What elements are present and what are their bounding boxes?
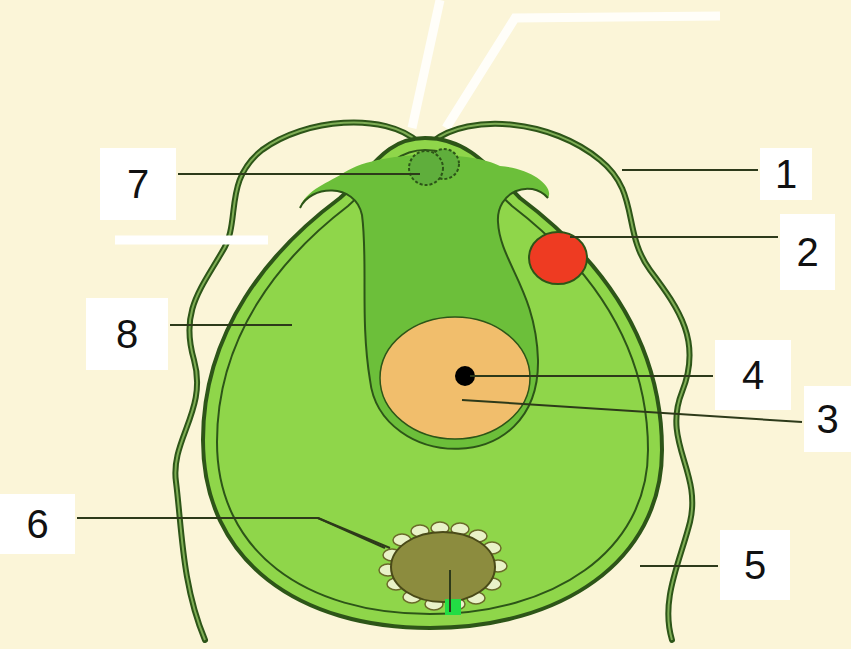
contractile-vacuole <box>409 151 443 185</box>
streak <box>446 16 720 128</box>
callout-box: 2 <box>780 214 835 290</box>
nucleus <box>380 317 530 439</box>
callout-number: 2 <box>796 232 818 272</box>
callout-number: 3 <box>816 399 838 439</box>
callout-box: 8 <box>86 298 168 370</box>
pyrenoid <box>391 532 495 602</box>
cell-wall <box>203 138 662 628</box>
starch-grains <box>379 522 507 610</box>
streak <box>412 0 440 128</box>
callout-number: 4 <box>742 355 764 395</box>
callout-box: 7 <box>100 148 176 220</box>
callout-box: 4 <box>715 340 791 410</box>
callout-box: 3 <box>804 386 851 452</box>
cell-membrane <box>217 150 648 614</box>
callout-number: 8 <box>116 314 138 354</box>
white-leader <box>115 236 268 245</box>
chloroplast-edge <box>300 189 548 449</box>
callout-box: 5 <box>720 530 790 600</box>
callout-number: 1 <box>775 154 797 194</box>
callout-box: 1 <box>760 148 812 200</box>
callout-number: 7 <box>127 164 149 204</box>
callout-box: 6 <box>0 494 75 554</box>
callout-number: 5 <box>744 545 766 585</box>
cytoplasm <box>300 155 549 449</box>
callout-number: 6 <box>26 504 48 544</box>
leader-lines <box>77 170 802 612</box>
marker-square <box>445 599 461 615</box>
eyespot <box>529 232 587 284</box>
